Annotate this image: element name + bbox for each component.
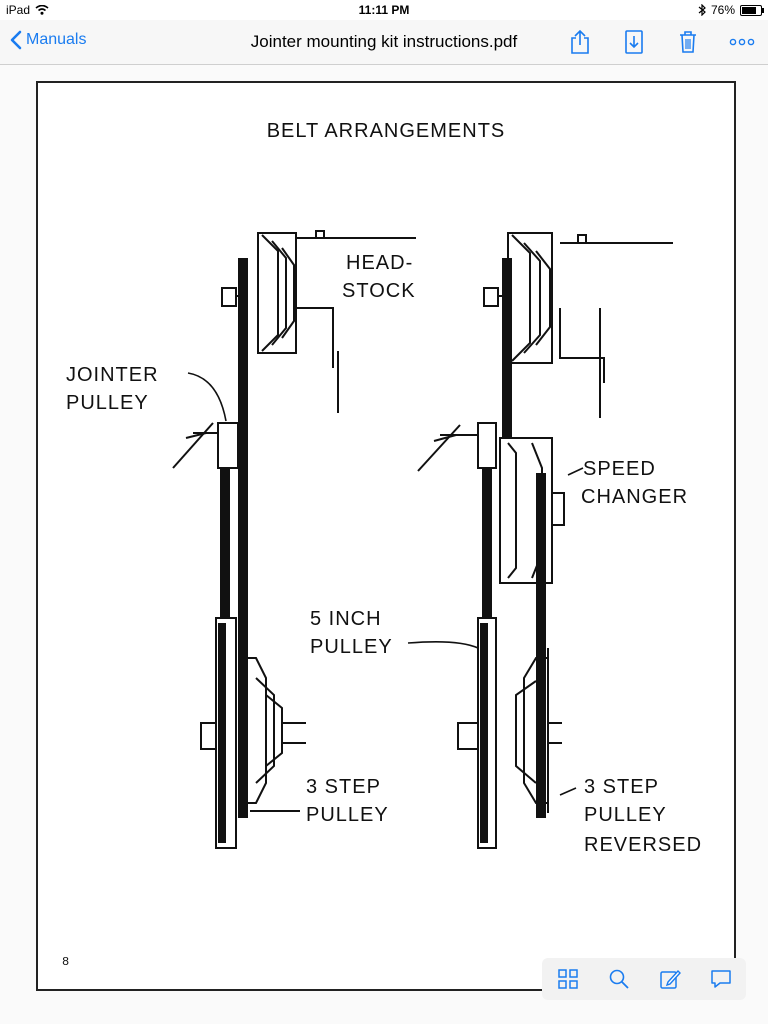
pdf-page: BELT ARRANGEMENTS xyxy=(36,81,736,991)
belt-arrangement-diagram: BELT ARRANGEMENTS xyxy=(66,120,702,856)
label-3-step-pulley-left: PULLEY xyxy=(306,804,389,826)
chevron-left-icon xyxy=(10,30,22,50)
trash-icon xyxy=(680,31,696,53)
right-arrangement xyxy=(407,232,673,849)
status-left: iPad xyxy=(6,3,49,17)
comment-button[interactable] xyxy=(706,964,736,994)
status-bar: iPad 11:11 PM 76% xyxy=(0,0,768,20)
battery-icon xyxy=(740,4,764,16)
download-button[interactable] xyxy=(620,28,648,56)
search-icon xyxy=(609,969,629,989)
search-button[interactable] xyxy=(604,964,634,994)
device-name: iPad xyxy=(6,3,31,17)
thumbnails-button[interactable] xyxy=(553,964,583,994)
annotate-button[interactable] xyxy=(655,964,685,994)
download-icon xyxy=(625,30,643,54)
label-3-step-pulley-right: PULLEY xyxy=(584,804,667,826)
delete-button[interactable] xyxy=(674,28,702,56)
battery-percent: 76% xyxy=(710,3,735,17)
annotation-toolbar xyxy=(542,958,746,1000)
label-jointer: JOINTER xyxy=(66,364,159,386)
share-icon xyxy=(571,29,589,54)
document-title: Jointer mounting kit instructions.pdf xyxy=(250,32,518,51)
label-3-step-left: 3 STEP xyxy=(306,776,381,798)
back-label: Manuals xyxy=(26,31,87,48)
label-5-inch-pulley: PULLEY xyxy=(310,636,393,658)
label-reversed: REVERSED xyxy=(584,834,702,856)
wifi-icon xyxy=(35,5,49,15)
page-number: 8 xyxy=(62,955,70,969)
label-changer: CHANGER xyxy=(581,486,688,508)
comment-icon xyxy=(710,970,731,988)
label-3-step-right: 3 STEP xyxy=(584,776,659,798)
label-speed: SPEED xyxy=(583,458,656,480)
status-right: 76% xyxy=(698,3,764,17)
share-button[interactable] xyxy=(566,28,594,56)
label-5-inch: 5 INCH xyxy=(310,608,382,630)
more-button[interactable] xyxy=(728,28,756,56)
nav-bar: Manuals Jointer mounting kit instruction… xyxy=(0,20,768,65)
diagram-heading: BELT ARRANGEMENTS xyxy=(267,120,506,142)
label-jointer-pulley: PULLEY xyxy=(66,392,149,414)
grid-icon xyxy=(557,969,578,989)
label-head: HEAD- xyxy=(346,252,413,274)
bluetooth-icon xyxy=(698,4,706,16)
status-time: 11:11 PM xyxy=(358,3,410,17)
document-view[interactable]: BELT ARRANGEMENTS xyxy=(0,65,768,1024)
annotate-icon xyxy=(659,969,681,989)
more-icon xyxy=(729,38,755,46)
nav-actions xyxy=(566,28,756,56)
label-stock: STOCK xyxy=(342,280,416,302)
back-button[interactable]: Manuals xyxy=(10,30,86,50)
left-arrangement xyxy=(172,230,416,849)
